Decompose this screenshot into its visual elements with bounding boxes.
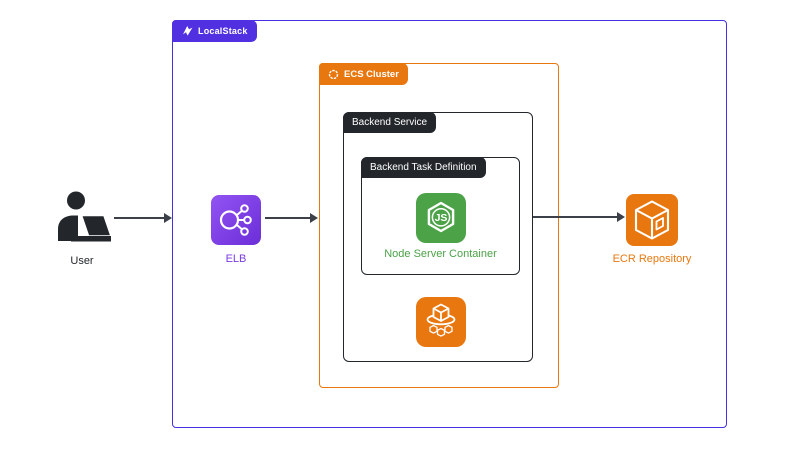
- backend-task-definition-label: Backend Task Definition: [370, 162, 477, 173]
- ecs-cluster-ring-icon: [328, 69, 339, 80]
- arrow-elb-to-ecs-cluster: [265, 213, 318, 223]
- person-at-laptop-icon: [53, 189, 111, 245]
- arrow-user-to-localstack: [114, 213, 172, 223]
- load-balancer-icon: [211, 195, 261, 245]
- backend-service-tab: Backend Service: [343, 112, 437, 133]
- arrowhead-icon: [617, 212, 625, 222]
- ecs-cluster-label: ECS Cluster: [344, 68, 399, 80]
- backend-task-definition-tab: Backend Task Definition: [361, 157, 486, 178]
- backend-service-box: [343, 112, 533, 362]
- user-label: User: [70, 255, 94, 267]
- elb-label: ELB: [225, 253, 247, 265]
- arrow-shaft: [265, 217, 313, 219]
- nodejs-js-letters: JS: [435, 212, 448, 224]
- ecs-cube-ring-icon: [416, 297, 466, 347]
- backend-service-label: Backend Service: [352, 117, 428, 128]
- nodejs-hexagon-icon: JS: [416, 193, 466, 243]
- ecs-cluster-tab: ECS Cluster: [319, 63, 408, 85]
- localstack-label: LocalStack: [198, 26, 248, 36]
- localstack-logo-icon: [181, 25, 193, 37]
- arrow-shaft: [533, 216, 620, 218]
- arrowhead-icon: [310, 213, 318, 223]
- ecr-repository-label: ECR Repository: [612, 253, 692, 265]
- arrowhead-icon: [164, 213, 172, 223]
- ecs-cluster-box: [319, 63, 559, 388]
- localstack-container-box: [172, 20, 727, 428]
- arrow-shaft: [114, 217, 167, 219]
- node-server-container-label: Node Server Container: [384, 248, 497, 260]
- ecr-cube-icon: [626, 194, 678, 246]
- localstack-tab: LocalStack: [172, 20, 257, 42]
- arrow-backend-service-to-ecr: [533, 212, 625, 222]
